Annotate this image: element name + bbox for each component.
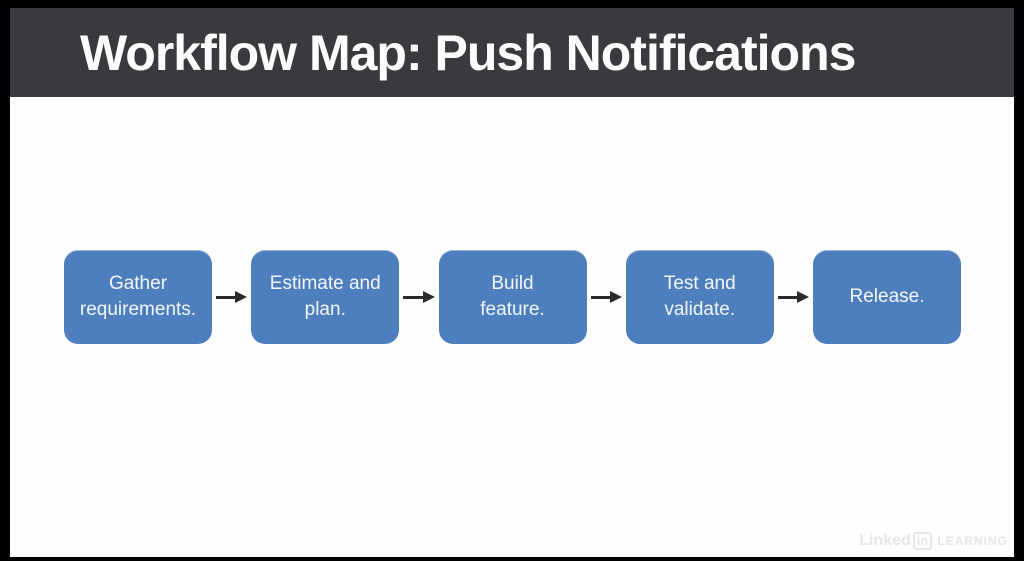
arrow-right-icon [587,291,626,303]
arrow-stem [777,295,798,299]
arrow-stem [403,295,424,299]
page-title: Workflow Map: Push Notifications [80,24,856,81]
arrow-head [609,291,622,303]
workflow-step-test-and-validate: Test and validate. [625,250,774,344]
linkedin-learning-watermark: Linked in LEARNING [859,532,1008,550]
arrow-head [235,291,248,303]
linkedin-in-badge-icon: in [912,532,933,550]
title-bar: Workflow Map: Push Notifications [10,8,1014,97]
arrow-head [797,291,809,303]
workflow-step-gather-requirements: Gather requirements. [64,250,212,344]
workflow-step-estimate-and-plan: Estimate and plan. [251,250,400,344]
arrow-right-icon [774,291,813,303]
workflow-diagram: Gather requirements. Estimate and plan. … [10,250,1014,344]
arrow-right-icon [212,291,251,303]
arrow-head [422,291,435,303]
workflow-step-release: Release. [813,250,961,344]
arrow-right-icon [399,291,438,303]
slide: Workflow Map: Push Notifications Gather … [10,8,1014,557]
arrow-stem [216,295,237,299]
workflow-step-build-feature: Build feature. [438,250,587,344]
linkedin-logo-text: Linked [859,532,911,549]
learning-logo-text: LEARNING [937,534,1008,548]
arrow-stem [590,295,611,299]
